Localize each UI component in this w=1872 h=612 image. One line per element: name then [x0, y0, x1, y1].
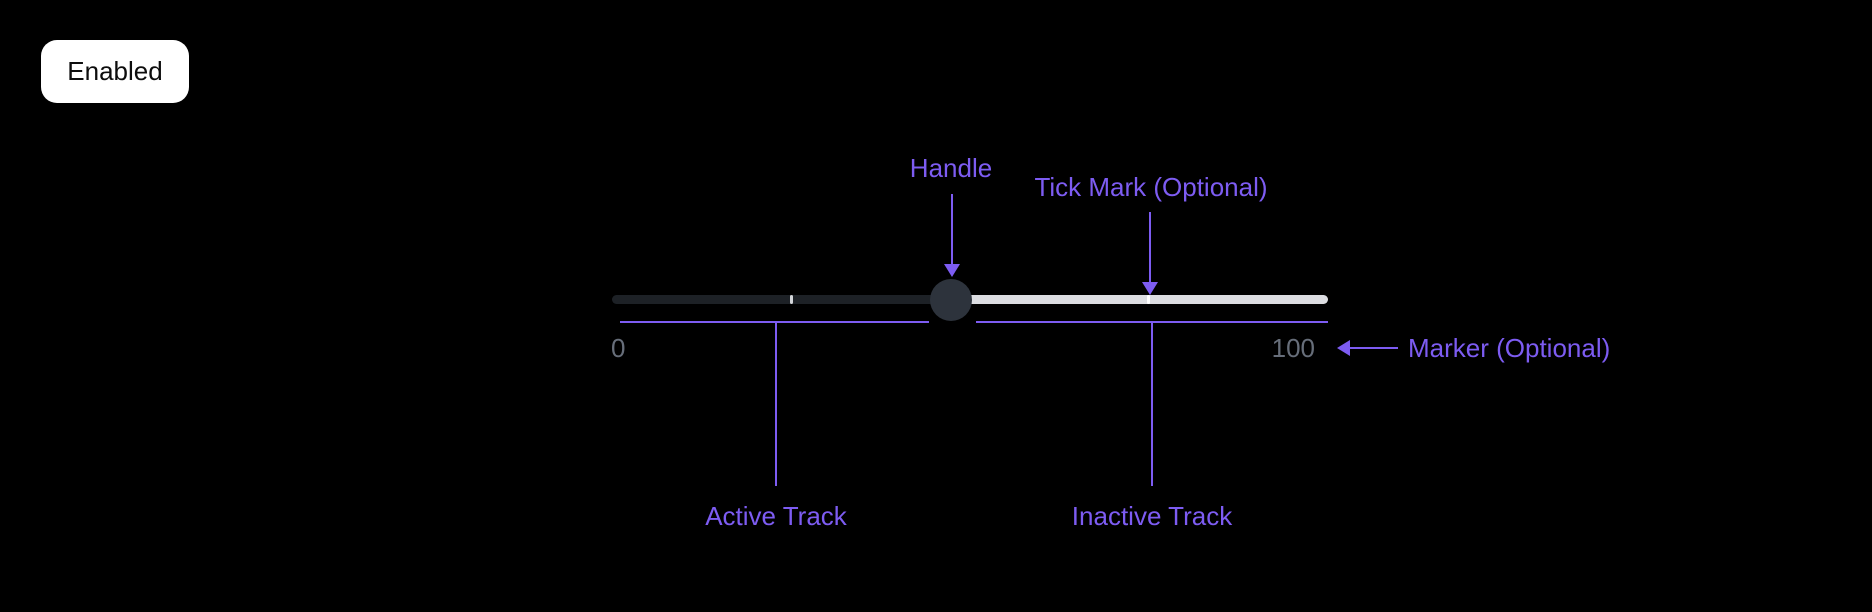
annotation-handle-arrowhead-icon: [944, 264, 960, 277]
annotation-inactive-track-label: Inactive Track: [1071, 501, 1233, 531]
slider-active-track[interactable]: [612, 295, 951, 304]
annotation-bracket-line-right: [976, 321, 1328, 323]
slider-min-marker: 0: [611, 333, 626, 363]
annotation-inactive-track-line: [1151, 323, 1153, 486]
annotation-handle-arrow-line: [951, 194, 953, 264]
annotation-tick-mark-arrowhead-icon: [1142, 282, 1158, 295]
slider-tick-mark-active: [790, 295, 793, 304]
annotation-bracket-line-left: [620, 321, 929, 323]
enabled-state-chip[interactable]: Enabled: [41, 40, 189, 103]
annotation-marker-arrowhead-icon: [1337, 340, 1350, 356]
annotation-active-track-line: [775, 323, 777, 486]
slider-max-marker: 100: [1271, 333, 1315, 363]
annotation-tick-mark-label: Tick Mark (Optional): [1034, 172, 1268, 202]
slider-tick-mark-inactive: [1147, 295, 1150, 304]
annotation-marker-arrow-line: [1350, 347, 1398, 349]
annotation-marker-label: Marker (Optional): [1408, 333, 1611, 363]
annotation-handle-label: Handle: [909, 153, 993, 183]
annotation-active-track-label: Active Track: [705, 501, 847, 531]
annotation-tick-mark-arrow-line: [1149, 212, 1151, 282]
slider-inactive-track[interactable]: [951, 295, 1328, 304]
slider-handle[interactable]: [930, 279, 972, 321]
